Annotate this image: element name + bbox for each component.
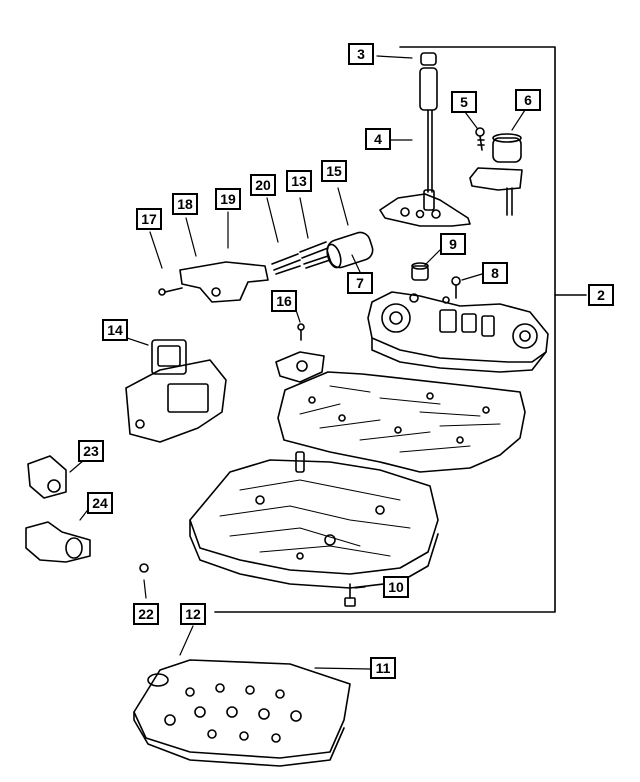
callout-20: 20: [250, 174, 276, 196]
callout-13: 13: [286, 170, 312, 192]
callout-6: 6: [515, 89, 541, 111]
leader-lines: [69, 55, 526, 670]
solenoid-assembly: [125, 339, 227, 443]
speed-sensor-24: [25, 521, 91, 563]
callout-4: 4: [365, 128, 391, 150]
callout-9: 9: [440, 233, 466, 255]
plug-9: [411, 262, 429, 281]
callout-22: 22: [133, 603, 159, 625]
detent-block: [275, 351, 325, 383]
bolt-8: [451, 276, 461, 299]
callout-11: 11: [370, 657, 396, 679]
assembly-bracket-line: [214, 46, 587, 613]
callout-17: 17: [136, 208, 162, 230]
springs-and-sleeve: [271, 231, 374, 275]
sensor-6: [469, 133, 523, 216]
pressure-sensor-23: [27, 455, 67, 499]
bracket-19: [179, 261, 269, 303]
callout-5: 5: [451, 91, 477, 113]
valve-stem: [419, 52, 438, 193]
callout-16: 16: [271, 290, 297, 312]
screw-16: [297, 323, 305, 341]
callout-3: 3: [348, 43, 374, 65]
callout-2: 2: [588, 284, 614, 306]
callout-14: 14: [102, 319, 128, 341]
callout-7: 7: [347, 272, 373, 294]
oil-filter-11: [133, 659, 351, 767]
valve-body-upper: [367, 291, 549, 373]
callout-10: 10: [383, 576, 409, 598]
ball-22: [139, 563, 149, 573]
manual-lever-plate: [379, 189, 471, 227]
screw-5: [475, 127, 485, 151]
callout-15: 15: [321, 160, 347, 182]
screw-17: [158, 287, 183, 296]
callout-12: 12: [180, 603, 206, 625]
callout-18: 18: [172, 193, 198, 215]
transfer-plate: [189, 451, 439, 589]
separator-plate: [277, 371, 526, 473]
callout-24: 24: [87, 492, 113, 514]
callout-23: 23: [78, 440, 104, 462]
callout-8: 8: [482, 262, 508, 284]
bolt-10: [344, 583, 356, 607]
callout-19: 19: [215, 188, 241, 210]
